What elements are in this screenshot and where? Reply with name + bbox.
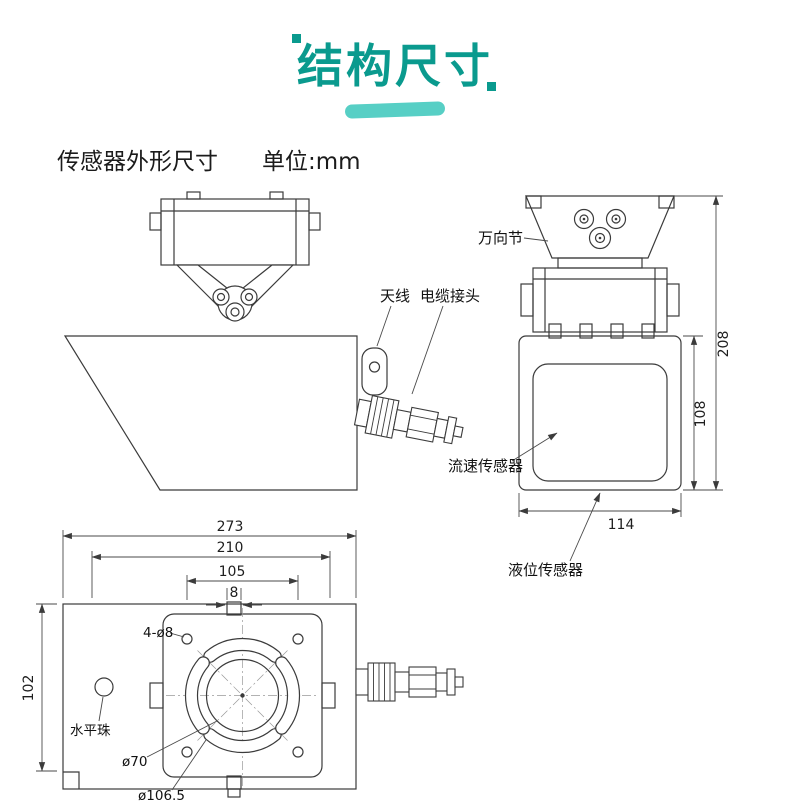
dim-overall-width: 273 [217,519,244,535]
title-deco-square-right [487,82,496,91]
dim-total-height: 208 [716,331,732,358]
level-sensor-label: 液位传感器 [508,561,583,579]
dim-body-width: 114 [608,517,635,533]
front-view: 208 108 114 万向节 流速传感器 液位传感器 [448,195,732,579]
dim-inner-width: 105 [219,564,246,580]
dim-mount-width: 210 [217,540,244,556]
level-bead-label: 水平珠 [70,723,111,739]
bottom-view: 273 210 105 8 102 4-ø8 水平珠 [21,519,464,802]
circle-outer-label: ø106.5 [138,788,185,802]
side-cable-connector [352,392,467,452]
flow-sensor-label: 流速传感器 [448,457,523,475]
subtitle: 传感器外形尺寸 [57,149,218,175]
page-title: 结构尺寸 [297,39,493,93]
cable-connector-label: 电缆接头 [420,287,480,305]
antenna-label: 天线 [380,287,410,305]
circle-inner-label: ø70 [122,754,147,770]
holes-label: 4-ø8 [143,625,173,641]
bottom-cable-connector [355,662,464,702]
dim-side-height: 102 [21,675,37,702]
dim-tab-width: 8 [230,585,239,601]
level-bead-shape [94,677,114,697]
unit-label: 单位:mm [262,149,361,175]
subtitle-row: 传感器外形尺寸 单位:mm [57,142,361,176]
dim-body-height: 108 [693,401,709,428]
title-deco-square-left [292,34,301,43]
side-view: 天线 电缆接头 [63,191,480,491]
universal-joint-label: 万向节 [478,229,523,247]
